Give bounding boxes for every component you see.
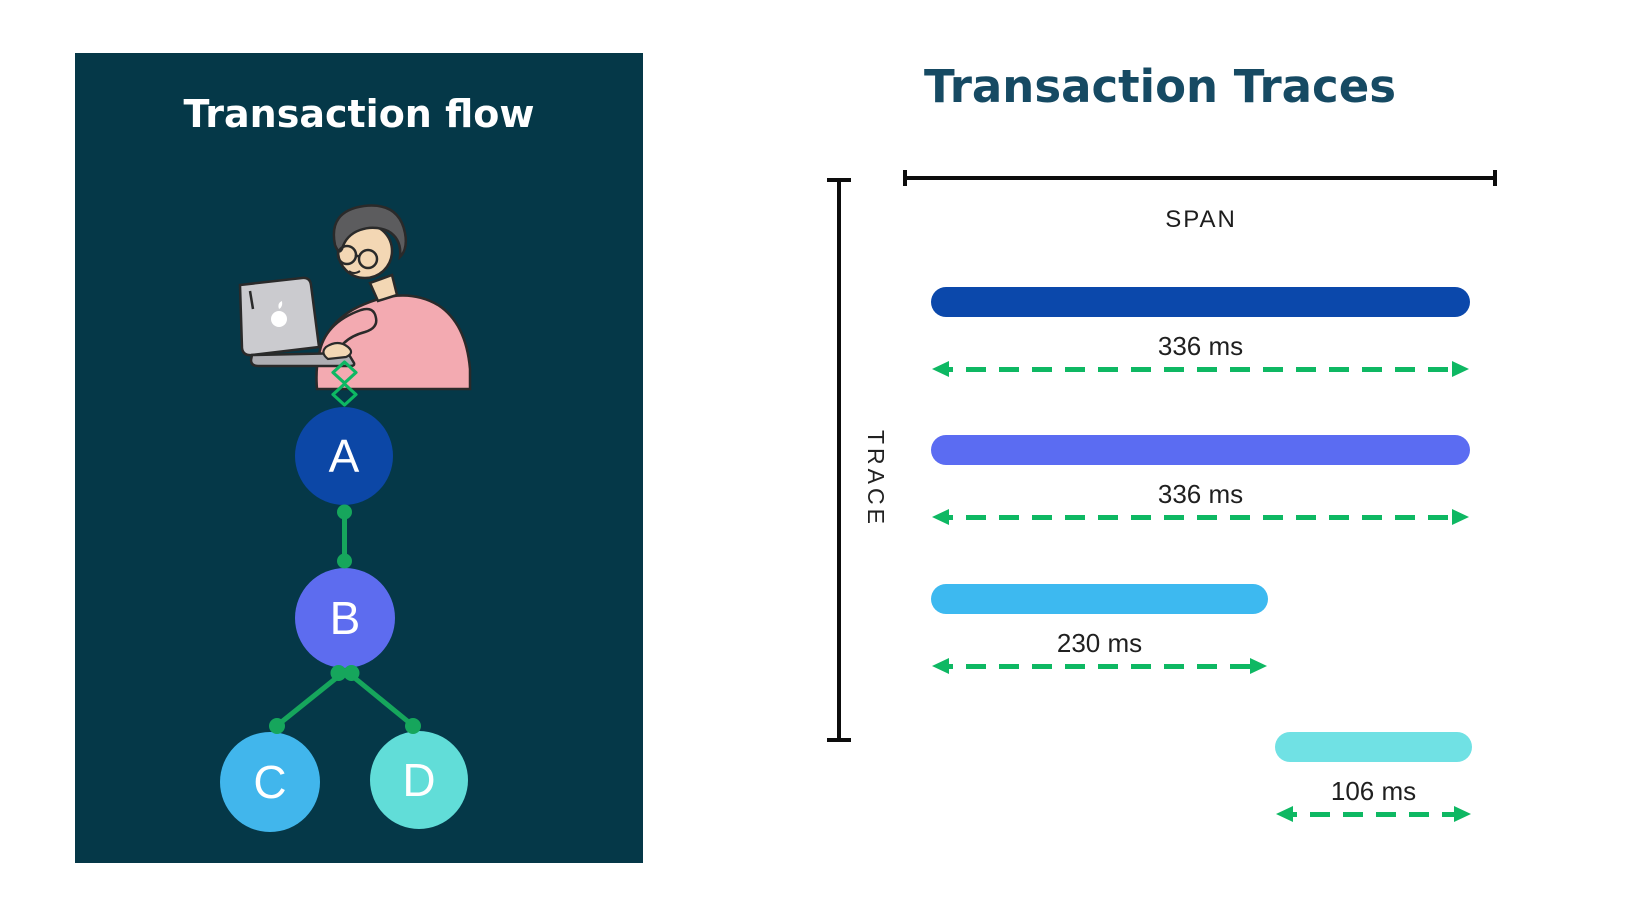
- span-arrow-2: [932, 509, 1469, 525]
- span-arrow-4: [1276, 806, 1471, 822]
- transaction-flow-title: Transaction flow: [183, 92, 535, 136]
- span-duration-3: 230 ms: [1056, 628, 1143, 658]
- span-bracket-line: [905, 176, 1497, 180]
- span-bar-2: [931, 435, 1470, 465]
- span-bar-3: [931, 584, 1268, 614]
- span-bar-1: [931, 287, 1470, 317]
- flow-node-c: C: [220, 732, 320, 832]
- span-bracket-tick-right: [1493, 170, 1497, 186]
- span-duration-1: 336 ms: [1157, 331, 1244, 361]
- span-arrow-1: [932, 361, 1469, 377]
- flow-node-a: A: [295, 407, 393, 505]
- flow-node-d: D: [370, 731, 468, 829]
- trace-bracket-tick-top: [827, 178, 851, 182]
- transaction-traces-title: Transaction Traces: [923, 60, 1397, 113]
- trace-bracket-line: [837, 180, 841, 740]
- flow-node-a-label: A: [328, 430, 360, 482]
- span-duration-4: 106 ms: [1330, 776, 1417, 806]
- flow-node-b-label: B: [329, 592, 361, 644]
- span-bracket-tick-left: [903, 170, 907, 186]
- flow-node-c-label: C: [253, 756, 287, 808]
- span-duration-2: 336 ms: [1157, 479, 1244, 509]
- trace-axis-label: TRACE: [863, 430, 889, 528]
- trace-bracket-tick-bottom: [827, 738, 851, 742]
- flow-node-d-label: D: [402, 754, 436, 806]
- span-bar-4: [1275, 732, 1472, 762]
- flow-node-b: B: [295, 568, 395, 668]
- span-axis-label: SPAN: [1165, 206, 1237, 233]
- span-arrow-3: [932, 658, 1267, 674]
